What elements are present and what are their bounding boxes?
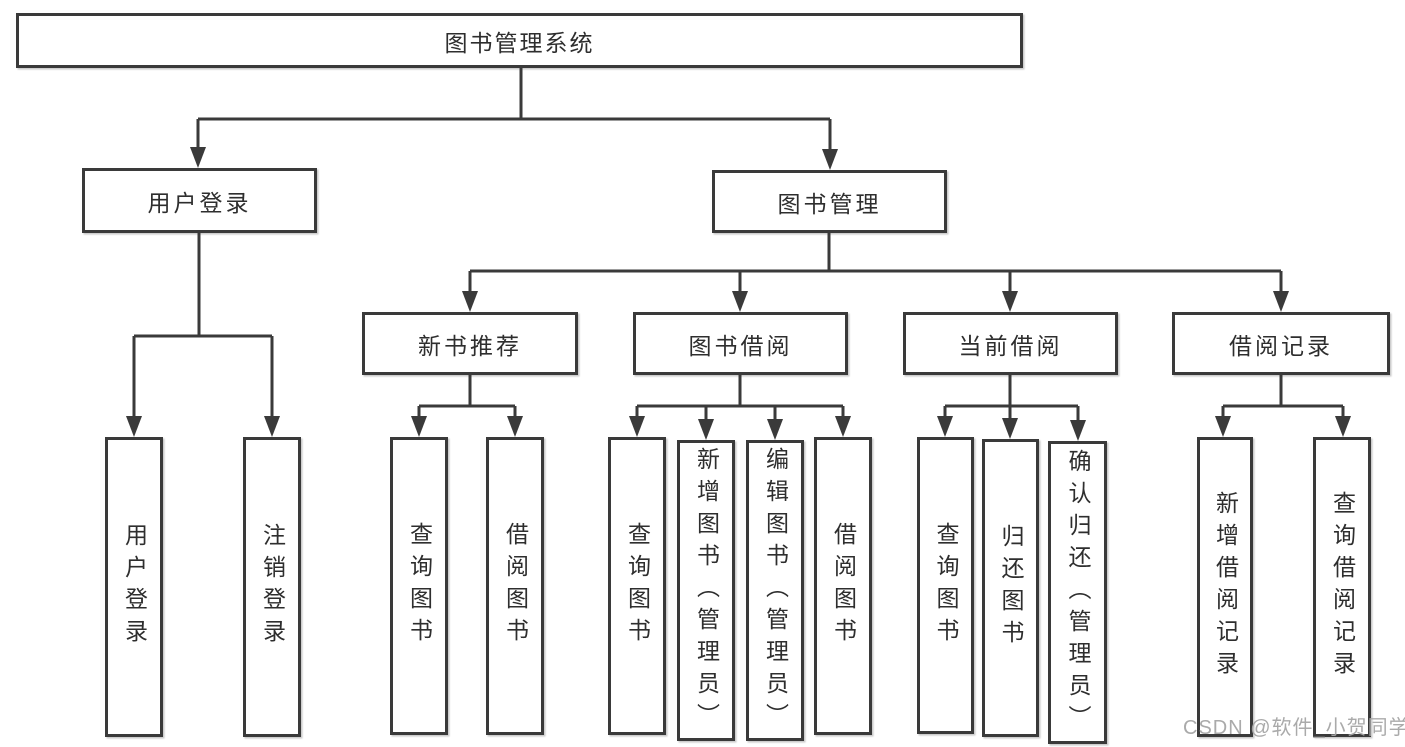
node-book-borrow: 图书借阅 — [633, 312, 848, 375]
leaf-cb-return-book-label: 归还图书 — [998, 524, 1024, 652]
leaf-cb-confirm-return-admin: 确认归还（管理员） — [1048, 441, 1107, 744]
connector-root-to-level2 — [196, 68, 832, 166]
node-user-login: 用户登录 — [82, 168, 317, 233]
leaf-user-login: 用户登录 — [105, 437, 163, 737]
arrow-down-icon — [767, 419, 783, 440]
leaf-br-query-borrow-record-label: 查询借阅记录 — [1329, 491, 1356, 683]
leaf-user-login-label: 用户登录 — [121, 523, 148, 651]
connector-user-login-branch — [132, 233, 274, 433]
connector-elbows — [132, 68, 1345, 437]
leaf-bb-add-book-admin: 新增图书（管理员） — [677, 440, 735, 741]
leaf-cb-return-book: 归还图书 — [982, 439, 1039, 737]
arrow-down-icon — [190, 147, 206, 168]
arrow-down-icon — [126, 416, 142, 437]
arrow-down-icon — [1335, 416, 1351, 437]
connector-borrow-records-branch — [1221, 375, 1345, 433]
leaf-nbr-borrow-book: 借阅图书 — [486, 437, 544, 735]
node-borrow-records-label: 借阅记录 — [1229, 332, 1333, 359]
node-book-management: 图书管理 — [712, 170, 947, 233]
node-root-label: 图书管理系统 — [444, 29, 595, 56]
leaf-logout: 注销登录 — [243, 437, 301, 737]
node-new-book-recommend: 新书推荐 — [362, 312, 578, 375]
arrow-down-icon — [462, 291, 478, 312]
arrow-down-icon — [629, 416, 645, 437]
arrow-down-icon — [264, 416, 280, 437]
node-book-management-label: 图书管理 — [777, 190, 882, 217]
arrow-down-icon — [698, 419, 714, 440]
arrow-down-icon — [1002, 418, 1018, 439]
leaf-bb-query-book-label: 查询图书 — [624, 522, 651, 650]
node-user-login-label: 用户登录 — [147, 189, 252, 216]
leaf-nbr-query-book: 查询图书 — [390, 437, 448, 735]
leaf-bb-edit-book-admin: 编辑图书（管理员） — [746, 440, 804, 741]
arrow-down-icon — [822, 149, 838, 170]
arrow-down-icon — [411, 416, 427, 437]
connector-new-book-recommend-branch — [417, 375, 517, 433]
leaf-bb-borrow-book: 借阅图书 — [814, 437, 872, 735]
leaf-bb-borrow-book-label: 借阅图书 — [830, 522, 857, 650]
connector-book-management-branch — [468, 233, 1283, 308]
arrow-down-icon — [1215, 416, 1231, 437]
node-book-borrow-label: 图书借阅 — [688, 332, 793, 359]
leaf-br-add-borrow-record: 新增借阅记录 — [1197, 437, 1253, 737]
arrow-down-icon — [507, 416, 523, 437]
leaf-nbr-borrow-book-label: 借阅图书 — [502, 522, 529, 650]
node-new-book-recommend-label: 新书推荐 — [418, 332, 522, 359]
csdn-watermark: CSDN @软件_小贺同学 — [1183, 717, 1405, 739]
node-current-borrow-label: 当前借阅 — [958, 332, 1063, 359]
leaf-cb-confirm-return-admin-label: 确认归还（管理员） — [1065, 448, 1091, 737]
leaf-nbr-query-book-label: 查询图书 — [406, 522, 433, 650]
leaf-bb-add-book-admin-label: 新增图书（管理员） — [693, 446, 720, 735]
arrow-down-icon — [1273, 291, 1289, 312]
arrow-down-icon — [1070, 420, 1086, 441]
leaf-br-add-borrow-record-label: 新增借阅记录 — [1212, 491, 1239, 683]
leaf-bb-query-book: 查询图书 — [608, 437, 666, 735]
arrow-down-icon — [1002, 291, 1018, 312]
node-borrow-records: 借阅记录 — [1172, 312, 1390, 375]
leaf-bb-edit-book-admin-label: 编辑图书（管理员） — [762, 446, 789, 735]
node-root: 图书管理系统 — [16, 13, 1023, 68]
arrow-down-icon — [835, 416, 851, 437]
leaf-cb-query-book: 查询图书 — [917, 437, 974, 734]
connector-book-borrow-branch — [635, 375, 845, 436]
node-current-borrow: 当前借阅 — [903, 312, 1118, 375]
leaf-br-query-borrow-record: 查询借阅记录 — [1313, 437, 1371, 737]
leaf-cb-query-book-label: 查询图书 — [933, 521, 959, 650]
leaf-logout-label: 注销登录 — [259, 523, 286, 651]
connector-current-borrow-branch — [943, 375, 1080, 437]
arrow-down-icon — [937, 416, 953, 437]
arrow-down-icon — [732, 291, 748, 312]
